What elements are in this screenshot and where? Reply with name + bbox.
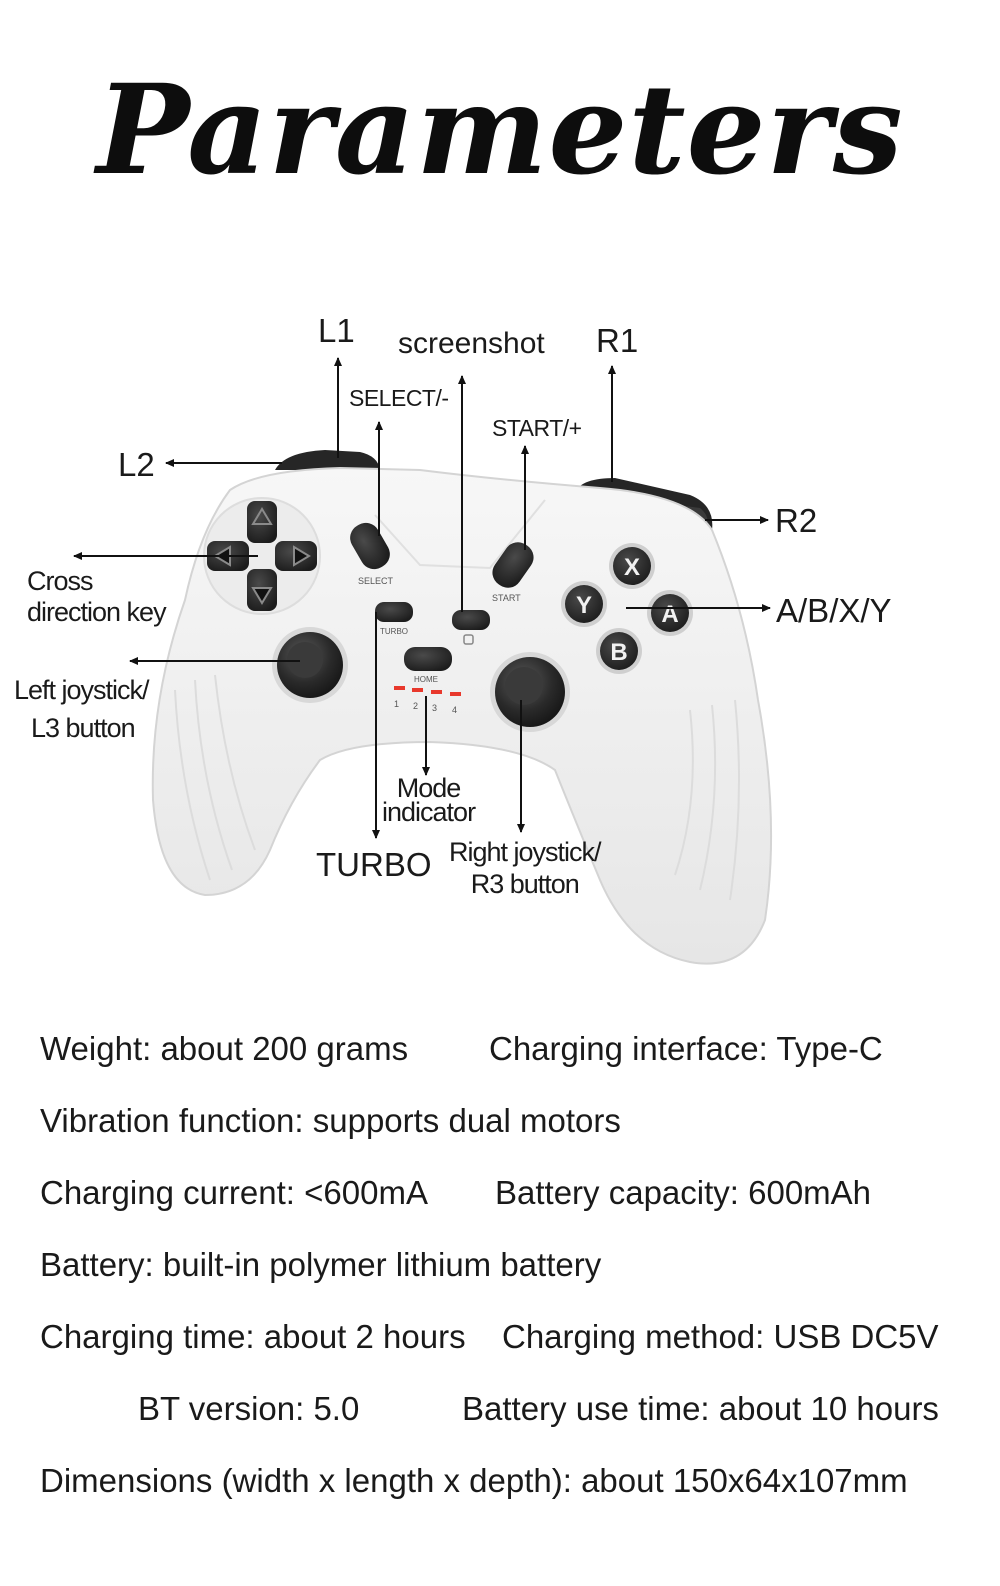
l2-trigger (275, 450, 380, 470)
spec-battery-capacity: Battery capacity: 600mAh (495, 1174, 872, 1211)
select-print: SELECT (358, 576, 394, 586)
select-label: SELECT/- (349, 385, 449, 411)
screenshot-button (452, 610, 490, 630)
l2-label: L2 (118, 446, 155, 483)
b-button: B (596, 628, 642, 674)
mode-indicator-line2: indicator (382, 797, 476, 827)
abxy-label: A/B/X/Y (776, 592, 892, 629)
y-button: Y (561, 581, 607, 627)
right-joystick (490, 652, 570, 732)
screenshot-label: screenshot (398, 327, 545, 360)
right-joystick-line1: Right joystick/ (449, 837, 602, 867)
l1-label: L1 (318, 312, 355, 349)
left-joystick-line2: L3 button (31, 713, 136, 743)
spec-charging-current: Charging current: <600mA (40, 1174, 428, 1211)
svg-text:4: 4 (452, 705, 457, 715)
spec-weight: Weight: about 200 grams (40, 1030, 409, 1067)
svg-text:B: B (610, 639, 627, 666)
start-button (492, 542, 534, 588)
page-title: Parameters (96, 58, 904, 203)
home-button (404, 647, 452, 671)
spec-charging-method: Charging method: USB DC5V (502, 1318, 939, 1355)
svg-text:A: A (661, 601, 678, 628)
spec-battery-use-time: Battery use time: about 10 hours (462, 1390, 939, 1427)
dpad-down-icon (251, 587, 273, 605)
r2-label: R2 (775, 502, 818, 539)
turbo-label: TURBO (316, 846, 432, 883)
x-button: X (609, 543, 655, 589)
right-joystick-line2: R3 button (470, 869, 580, 899)
spec-vibration: Vibration function: supports dual motors (40, 1102, 621, 1139)
screenshot-icon (463, 634, 474, 645)
left-joystick (272, 627, 348, 703)
svg-text:X: X (624, 554, 640, 581)
svg-text:Y: Y (576, 592, 592, 619)
left-joystick-line1: Left joystick/ (14, 675, 150, 705)
r1-label: R1 (596, 322, 639, 359)
mode-leds: 1 2 3 4 (394, 686, 461, 715)
dpad-up-icon (251, 507, 273, 525)
turbo-button (375, 602, 413, 622)
svg-text:2: 2 (413, 701, 418, 711)
dpad-up (247, 501, 277, 543)
spec-dimensions: Dimensions (width x length x depth): abo… (40, 1462, 908, 1499)
home-print: HOME (414, 675, 438, 684)
start-print: START (492, 593, 521, 603)
spec-charging-time: Charging time: about 2 hours (40, 1318, 466, 1355)
right-joystick-label: Right joystick/ R3 button (449, 836, 602, 900)
cross-direction-label: Cross direction key (27, 566, 167, 628)
left-joystick-label: Left joystick/ L3 button (14, 671, 150, 747)
spec-bt-version: BT version: 5.0 (138, 1390, 360, 1427)
spec-charging-interface: Charging interface: Type-C (489, 1030, 883, 1067)
spec-battery: Battery: built-in polymer lithium batter… (40, 1246, 602, 1283)
svg-text:3: 3 (432, 703, 437, 713)
cross-direction-line1: Cross (27, 566, 94, 596)
cross-direction-line2: direction key (27, 597, 167, 627)
start-label: START/+ (492, 415, 582, 441)
turbo-print: TURBO (380, 627, 408, 636)
a-button: A (647, 590, 693, 636)
svg-text:1: 1 (394, 699, 399, 709)
mode-indicator-line1: Mode (396, 773, 462, 803)
controller-diagram: SELECT START TURBO HOME 1 2 3 4 X (73, 357, 773, 965)
mode-indicator-label: Mode indicator (382, 773, 476, 827)
dpad-right-icon (293, 545, 311, 567)
